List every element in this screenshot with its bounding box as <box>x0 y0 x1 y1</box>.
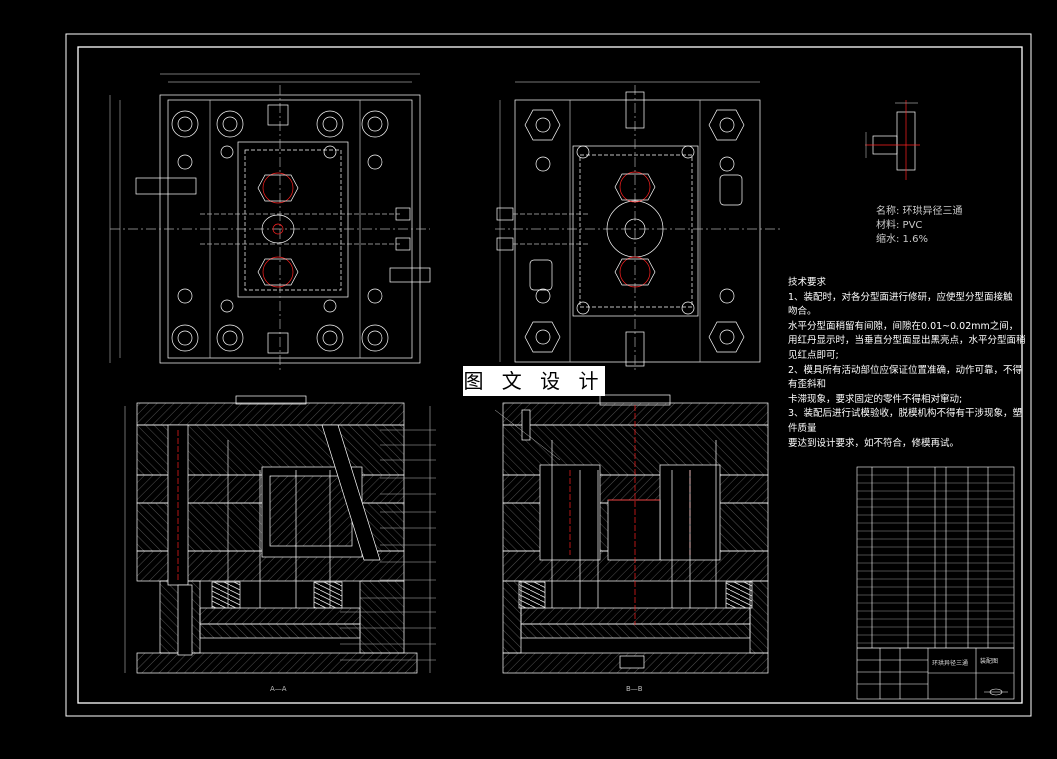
notes-heading: 技术要求 <box>788 277 827 288</box>
plan-view-left <box>109 73 431 370</box>
part-info: 名称: 环珙异径三通 材料: PVC 缩水: 1.6% <box>876 205 963 247</box>
notes-line: 用红丹显示时，当垂直分型面显出黑亮点，水平分型面稍 <box>788 335 1026 347</box>
notes-line: 卡滞现象，要求固定的零件不得相对窜动; <box>788 393 963 405</box>
notes-line: 吻合。 <box>788 306 817 318</box>
inner-border <box>77 46 1023 704</box>
part-shrinkage: 缩水: 1.6% <box>876 234 928 245</box>
notes-line: 1、装配时，对各分型面进行修研，应使型分型面接触 <box>788 291 1013 303</box>
section-a-a <box>124 395 436 674</box>
title-block-part-name: 环珙异径三通 <box>932 660 969 667</box>
section-label-bb: B—B <box>626 685 643 693</box>
notes-line: 有歪斜和 <box>788 379 827 391</box>
watermark-banner: 图 文 设 计 <box>463 366 605 396</box>
outer-border <box>65 33 1032 717</box>
notes-line: 2、模具所有活动部位应保证位置准确，动作可靠，不得 <box>788 364 1023 376</box>
notes-line: 水平分型面稍留有间隙，间隙在0.01~0.02mm之间， <box>788 320 1019 332</box>
section-label-aa: A—A <box>270 685 287 693</box>
section-b-b <box>494 394 769 674</box>
part-material: 材料: PVC <box>876 220 923 231</box>
notes-line: 3、装配后进行试模验收，脱模机构不得有干涉现象，塑 <box>788 408 1023 420</box>
notes-line: 件质量 <box>788 422 817 434</box>
part-sketch <box>865 100 920 180</box>
notes-line: 要达到设计要求，如不符合，修模再试。 <box>788 437 960 449</box>
title-block-drawing-type: 装配图 <box>980 658 999 665</box>
part-name: 名称: 环珙异径三通 <box>876 206 963 217</box>
technical-requirements: 技术要求 1、装配时，对各分型面进行修研，应使型分型面接触 吻合。 水平分型面稍… <box>788 276 1026 451</box>
plan-view-right <box>495 81 780 370</box>
notes-line: 见红点即可; <box>788 349 839 361</box>
title-block <box>856 466 1015 700</box>
